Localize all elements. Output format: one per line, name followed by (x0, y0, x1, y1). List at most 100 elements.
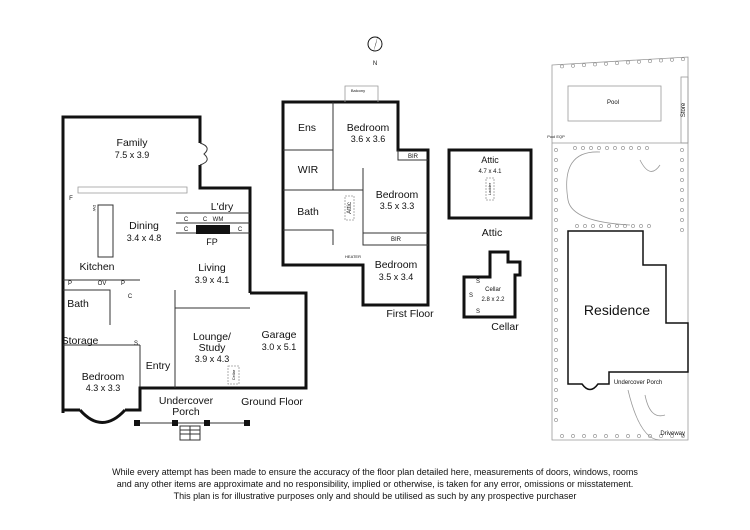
shrub-icon (670, 57, 674, 62)
shrub-icon (680, 168, 684, 172)
attic-plan (447, 148, 533, 220)
attic-hatch-label: Attic (347, 202, 353, 214)
cellar-hatch-label: Cellar (231, 369, 236, 380)
shrub-icon (554, 248, 558, 252)
shrub-icon (554, 368, 558, 372)
room-dining: Dining (129, 220, 159, 232)
shrub-icon (648, 434, 652, 438)
room-kitchen: Kitchen (79, 261, 114, 273)
shrub-icon (615, 434, 619, 438)
shrub-icon (659, 58, 663, 63)
north-arrow-icon (367, 35, 383, 53)
shrub-icon (607, 224, 611, 228)
disclaimer-line: and any other items are approximate and … (116, 479, 634, 489)
cellar-size: 2.8 x 2.2 (481, 297, 505, 303)
room-garage: Garage (261, 329, 296, 341)
cupboard-label: C (238, 227, 243, 233)
room-bedroom-2: Bedroom (376, 189, 419, 201)
pool-equipment-label: Pool EQP (547, 134, 565, 139)
first-floor-caption: First Floor (386, 308, 434, 320)
bir-label: BIR (391, 237, 402, 243)
site-porch: Undercover Porch (614, 380, 662, 386)
shrub-icon (670, 434, 674, 438)
shrub-icon (554, 418, 558, 422)
shrub-icon (680, 178, 684, 182)
shrub-icon (593, 434, 597, 438)
site-pool: Pool (607, 100, 619, 106)
site-store: Store (681, 102, 687, 117)
shrub-icon (571, 63, 575, 68)
shrub-icon (591, 224, 595, 228)
shrub-icon (581, 146, 585, 150)
shrub-icon (554, 398, 558, 402)
shrub-icon (554, 278, 558, 282)
room-family: Family (117, 137, 149, 149)
room-bedroom-2-size: 3.5 x 3.3 (380, 201, 415, 211)
shrub-icon (554, 208, 558, 212)
room-bath-upper: Bath (297, 206, 319, 218)
shrub-icon (575, 224, 579, 228)
room-main-bedroom: Bedroom (347, 122, 390, 134)
shrub-icon (648, 59, 652, 64)
shrub-icon (615, 224, 619, 228)
oven-label: OV (98, 281, 107, 287)
room-lounge-size: 3.9 x 4.3 (195, 354, 230, 364)
shelf-label: S (134, 341, 138, 347)
shrub-icon (604, 434, 608, 438)
room-wir: WIR (298, 164, 319, 176)
washing-machine-label: WM (213, 217, 224, 223)
shrub-icon (605, 146, 609, 150)
room-porch: Undercover (159, 395, 214, 407)
fridge-label: F (69, 196, 73, 202)
room-living: Living (198, 262, 226, 274)
shrub-icon (554, 258, 558, 262)
room-study: Study (199, 342, 227, 354)
room-main-bedroom-size: 3.6 x 3.6 (351, 134, 386, 144)
shrub-icon (554, 218, 558, 222)
shrub-icon (554, 378, 558, 382)
shrub-icon (560, 64, 564, 69)
shrub-icon (554, 308, 558, 312)
shrub-icon (554, 178, 558, 182)
heater-label: HEATER (345, 254, 361, 259)
shrub-icon (645, 146, 649, 150)
shrub-icon (593, 62, 597, 67)
balcony-label: Balcony (351, 88, 365, 93)
shrub-icon (615, 61, 619, 66)
shelf-label: S (476, 279, 480, 285)
shrub-icon (554, 228, 558, 232)
ground-floor-caption: Ground Floor (241, 396, 303, 408)
pantry-label: P (68, 281, 72, 287)
room-bedroom-3: Bedroom (375, 259, 418, 271)
shrub-icon (599, 224, 603, 228)
north-label: N (373, 61, 377, 67)
attic-caption: Attic (482, 227, 502, 239)
cupboard-label: C (184, 217, 189, 223)
shrub-icon (571, 434, 575, 438)
shrub-icon (554, 238, 558, 242)
shrub-icon (631, 224, 635, 228)
room-dining-size: 3.4 x 4.8 (127, 233, 162, 243)
room-porch-2: Porch (172, 406, 200, 418)
shrub-icon (647, 224, 651, 228)
shrub-icon (554, 298, 558, 302)
shrub-icon (554, 348, 558, 352)
shrub-icon (554, 388, 558, 392)
shrub-icon (637, 434, 641, 438)
room-ensuite: Ens (298, 122, 316, 134)
shrub-icon (629, 146, 633, 150)
site-driveway: Driveway (660, 431, 685, 437)
shelf-label: S (476, 309, 480, 315)
shrub-icon (554, 188, 558, 192)
attic-size: 4.7 x 4.1 (478, 169, 502, 175)
shelf-label: S (469, 293, 473, 299)
cellar-caption: Cellar (491, 321, 519, 333)
shrub-icon (554, 158, 558, 162)
room-laundry: L'dry (211, 201, 234, 213)
shrub-icon (680, 198, 684, 202)
bir-label: BIR (408, 154, 419, 160)
cupboard-label: C (203, 217, 208, 223)
room-lounge: Lounge/ (193, 331, 231, 343)
attic-name: Attic (481, 155, 499, 165)
